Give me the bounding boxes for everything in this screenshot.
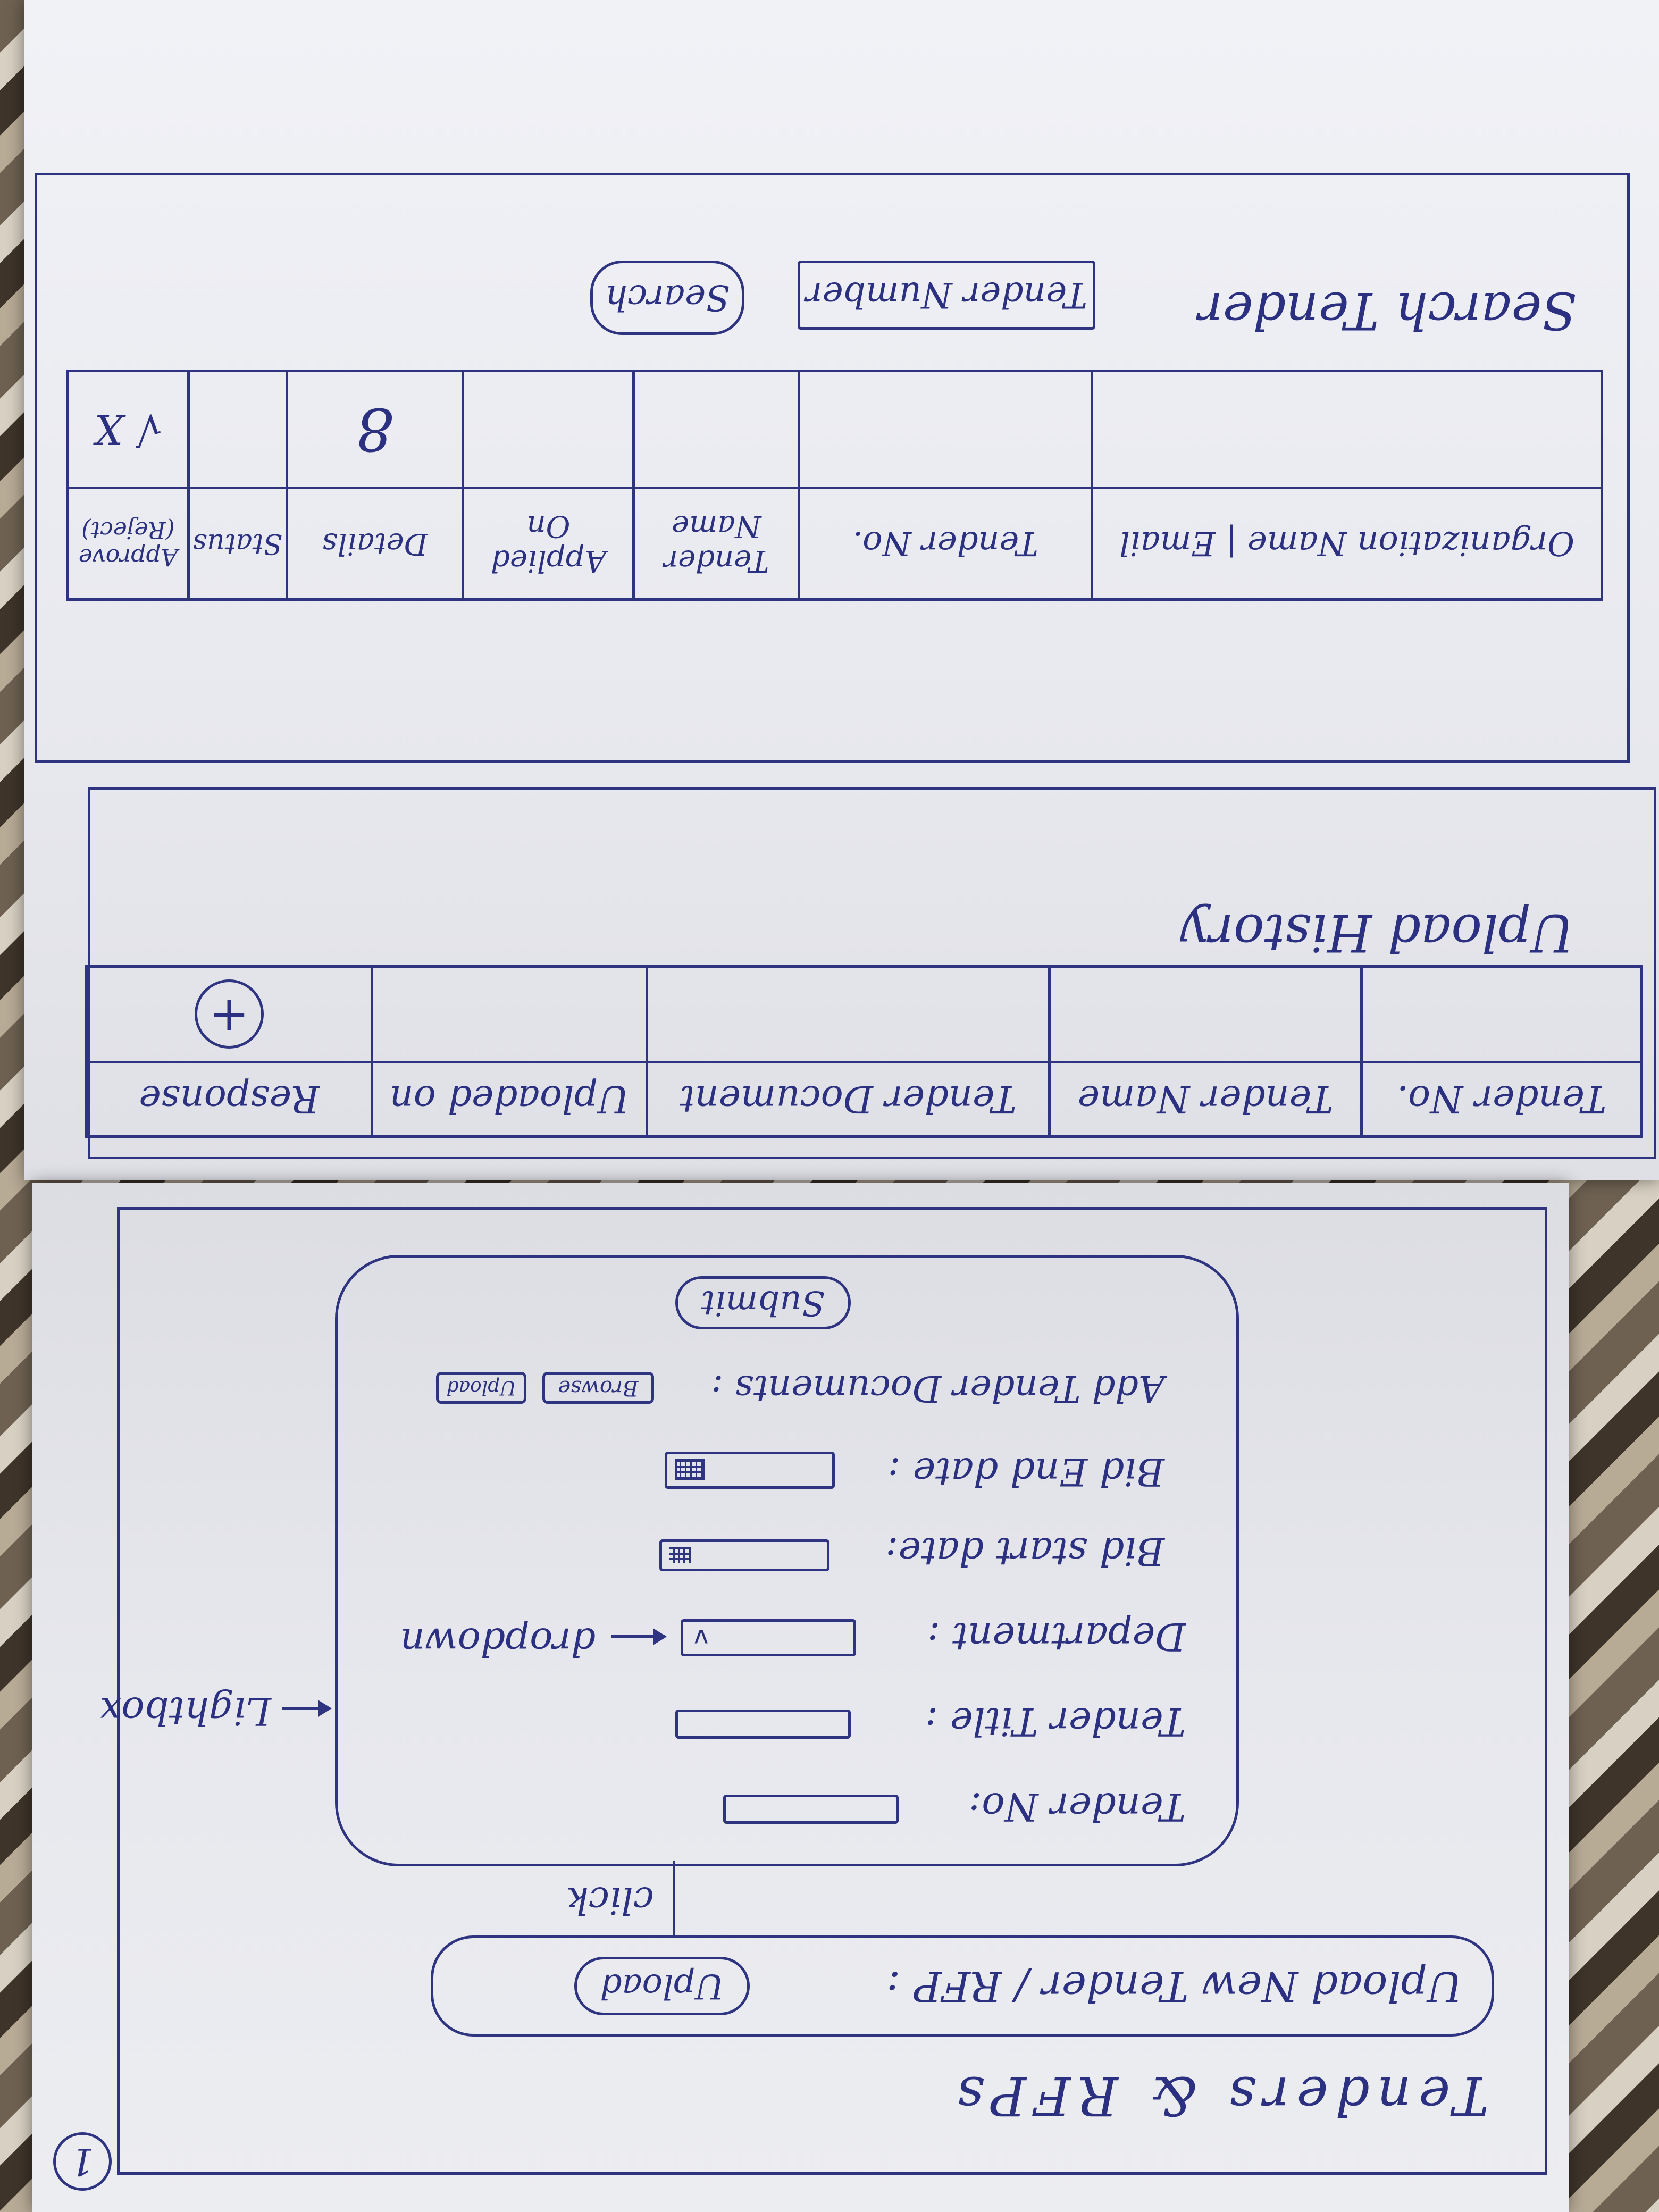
cell-applied-on bbox=[463, 371, 634, 488]
header-details: Details bbox=[287, 488, 463, 600]
page-title: Tenders & RFPs bbox=[949, 2065, 1489, 2127]
header-organization: Organization Name | Email bbox=[1092, 488, 1602, 600]
upload-new-tender-label: Upload New Tender / RFP : bbox=[886, 1962, 1462, 2010]
header-tender-no: Tender No. bbox=[799, 488, 1092, 600]
add-response-icon[interactable]: + bbox=[195, 979, 264, 1049]
tender-no-input[interactable] bbox=[723, 1795, 899, 1824]
upload-history-table: Tender No. Tender Name Tender Document U… bbox=[85, 965, 1643, 1138]
header-uploaded-on: Uploaded on bbox=[372, 1062, 647, 1137]
bid-start-date-label: Bid start date: bbox=[885, 1529, 1164, 1574]
lightbox-arrow bbox=[282, 1707, 330, 1710]
bid-start-date-input[interactable] bbox=[659, 1539, 830, 1571]
department-label: Department : bbox=[927, 1614, 1186, 1659]
cell-tender-document bbox=[647, 966, 1050, 1062]
tender-number-search-input[interactable]: Tender Number bbox=[798, 261, 1095, 330]
submit-button[interactable]: Submit bbox=[675, 1276, 851, 1329]
calendar-icon[interactable] bbox=[675, 1459, 705, 1480]
click-note: click bbox=[566, 1879, 654, 1922]
cell-tender-name bbox=[634, 371, 799, 488]
bid-end-date-input[interactable] bbox=[665, 1452, 835, 1489]
browse-button[interactable]: Browse bbox=[542, 1372, 654, 1404]
paper-sheet-top: Search Tender Tender Number Search Organ… bbox=[24, 0, 1659, 1180]
cell-uploaded-on bbox=[372, 966, 647, 1062]
table-row: 8 √ X bbox=[68, 371, 1602, 488]
click-arrow bbox=[673, 1861, 675, 1936]
cell-tender-no bbox=[1361, 966, 1642, 1062]
approve-reject-icons[interactable]: √ X bbox=[94, 406, 162, 453]
cell-tender-no bbox=[799, 371, 1092, 488]
search-results-table: Organization Name | Email Tender No. Ten… bbox=[66, 370, 1603, 601]
header-tender-name: Tender Name bbox=[634, 488, 799, 600]
cell-approve-reject: √ X bbox=[68, 371, 189, 488]
upload-documents-button[interactable]: Upload bbox=[436, 1372, 526, 1404]
sheet-top-content: Search Tender Tender Number Search Organ… bbox=[24, 0, 1659, 1180]
add-tender-documents-label: Add Tender Documents : bbox=[711, 1367, 1164, 1409]
header-tender-no: Tender No. bbox=[1361, 1062, 1642, 1137]
tender-title-input[interactable] bbox=[675, 1710, 851, 1739]
tender-number-placeholder: Tender Number bbox=[806, 274, 1087, 316]
lightbox-note: Lightbox bbox=[99, 1689, 271, 1733]
page-number-badge: 1 bbox=[53, 2132, 112, 2191]
cell-organization bbox=[1092, 371, 1602, 488]
history-table-header-row: Tender No. Tender Name Tender Document U… bbox=[86, 1062, 1642, 1137]
header-tender-document: Tender Document bbox=[647, 1062, 1050, 1137]
cell-tender-name bbox=[1049, 966, 1362, 1062]
tender-title-label: Tender Title : bbox=[925, 1699, 1186, 1744]
header-response: Response bbox=[86, 1062, 372, 1137]
cell-details: 8 bbox=[287, 371, 463, 488]
upload-tender-button[interactable]: Upload bbox=[574, 1957, 750, 2015]
dropdown-arrow bbox=[611, 1635, 665, 1638]
tender-no-label: Tender No: bbox=[968, 1784, 1186, 1829]
header-tender-name: Tender Name bbox=[1049, 1062, 1362, 1137]
search-button[interactable]: Search bbox=[590, 261, 744, 335]
page-number: 1 bbox=[70, 2140, 95, 2183]
calendar-icon[interactable] bbox=[669, 1547, 691, 1563]
header-approve-reject: Approve (Reject) bbox=[68, 488, 189, 600]
dropdown-note: dropdown bbox=[400, 1620, 596, 1664]
upload-history-title: Upload History bbox=[1180, 903, 1574, 962]
chevron-down-icon: v bbox=[694, 1624, 709, 1653]
header-status: Status bbox=[188, 488, 287, 600]
bid-end-date-label: Bid End date : bbox=[887, 1449, 1164, 1494]
table-row: + bbox=[86, 966, 1642, 1062]
header-applied-on: Applied On bbox=[463, 488, 634, 600]
cell-response: + bbox=[86, 966, 372, 1062]
department-dropdown[interactable]: v bbox=[681, 1619, 856, 1656]
paper-sheet-bottom: 1 Tenders & RFPs Upload New Tender / RFP… bbox=[32, 1183, 1569, 2212]
search-table-header-row: Organization Name | Email Tender No. Ten… bbox=[68, 488, 1602, 600]
details-icon[interactable]: 8 bbox=[356, 395, 394, 464]
cell-status bbox=[188, 371, 287, 488]
search-tender-title: Search Tender bbox=[1198, 281, 1577, 340]
sheet-bottom-content: 1 Tenders & RFPs Upload New Tender / RFP… bbox=[32, 1183, 1569, 2212]
